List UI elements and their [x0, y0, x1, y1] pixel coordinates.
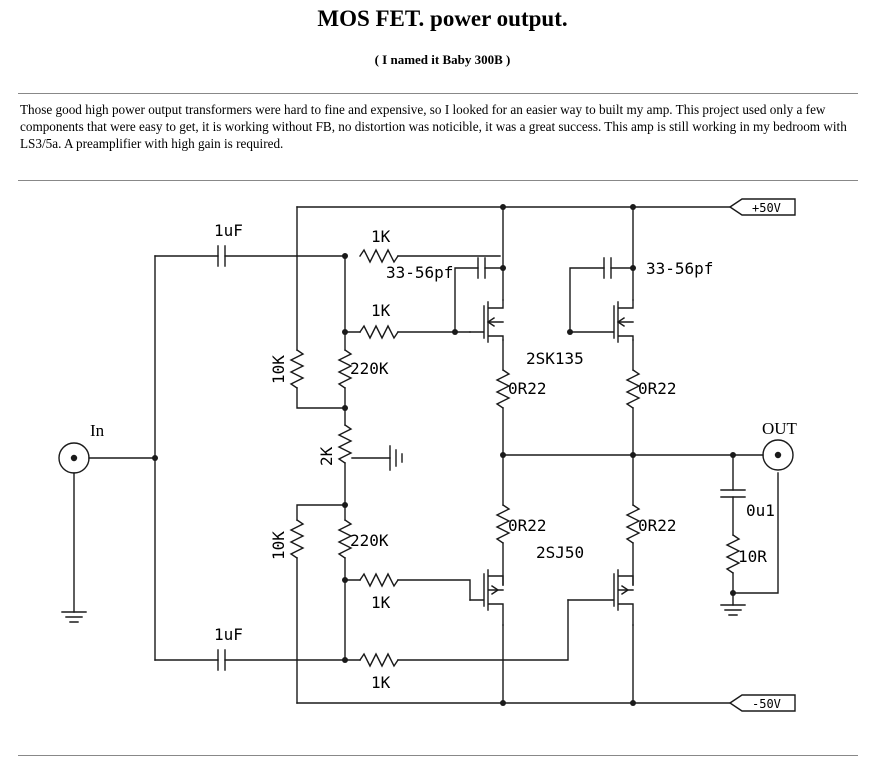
input-label: In: [90, 421, 105, 440]
zobel-ground-symbol: [720, 604, 746, 616]
nmos-part-label: 2SK135: [526, 349, 584, 368]
res-10k-bottom-symbol: [289, 519, 305, 559]
zobel-cap-label: 0u1: [746, 501, 775, 520]
res-220k-bottom-label: 220K: [350, 531, 389, 550]
res-zobel-symbol: [725, 534, 741, 574]
cap-in-top-symbol: [217, 245, 226, 267]
res-1k-bottom-label: 1K: [371, 673, 391, 692]
cap-zobel-symbol: [720, 489, 746, 498]
divider-bottom: [18, 755, 858, 756]
res-0r22-top-right-label: 0R22: [638, 379, 677, 398]
res-0r22-top-left-label: 0R22: [508, 379, 547, 398]
divider-middle: [18, 180, 858, 181]
res-220k-top-label: 220K: [350, 359, 389, 378]
pot-2k-symbol: [337, 424, 353, 464]
res-1k-upper-mid-label: 1K: [371, 301, 391, 320]
cap-fb-right-symbol: [603, 257, 612, 279]
input-ground-symbol: [61, 611, 87, 623]
pot-ground-symbol: [389, 445, 403, 471]
res-0r22-bottom-right-label: 0R22: [638, 516, 677, 535]
page-subtitle: ( I named it Baby 300B ): [374, 52, 511, 67]
output-label: OUT: [762, 419, 798, 438]
res-10k-top-label: 10K: [269, 355, 288, 384]
res-1k-upper-mid-symbol: [359, 324, 399, 340]
pmos-right-symbol: [567, 569, 634, 626]
res-10k-top-symbol: [289, 349, 305, 389]
cap-in-top-label: 1uF: [214, 221, 243, 240]
cap-fb-right-label: 33-56pf: [646, 259, 713, 278]
cap-fb-left-label: 33-56pf: [386, 263, 453, 282]
pot-2k-label: 2K: [317, 446, 336, 466]
input-jack-symbol: [58, 442, 90, 474]
pmos-left-symbol: [469, 569, 504, 626]
positive-rail-label: +50V: [752, 201, 781, 215]
zobel-res-label: 10R: [738, 547, 767, 566]
divider-top: [18, 93, 858, 94]
res-220k-bottom-symbol: [337, 519, 353, 559]
page-title: MOS FET. power output.: [317, 6, 568, 31]
cap-in-bottom-label: 1uF: [214, 625, 243, 644]
res-0r22-bottom-right-symbol: [625, 504, 641, 544]
positive-rail-flag: [728, 198, 796, 216]
res-0r22-bottom-left-symbol: [495, 504, 511, 544]
cap-fb-left-symbol: [477, 257, 486, 279]
res-1k-top-label: 1K: [371, 227, 391, 246]
res-1k-lower-mid-label: 1K: [371, 593, 391, 612]
nmos-left-symbol: [469, 299, 504, 343]
intro-paragraph: Those good high power output transformer…: [20, 102, 847, 151]
junction-dots: [152, 204, 736, 706]
res-10k-bottom-label: 10K: [269, 531, 288, 560]
pmos-part-label: 2SJ50: [536, 543, 584, 562]
res-0r22-top-left-symbol: [495, 369, 511, 409]
negative-rail-flag: [728, 694, 796, 712]
res-0r22-bottom-left-label: 0R22: [508, 516, 547, 535]
res-220k-top-symbol: [337, 349, 353, 389]
res-0r22-top-right-symbol: [625, 369, 641, 409]
nmos-right-symbol: [569, 299, 634, 343]
res-1k-lower-mid-symbol: [359, 572, 399, 588]
cap-in-bottom-symbol: [217, 649, 226, 671]
negative-rail-label: -50V: [752, 697, 781, 711]
res-1k-bottom-symbol: [359, 652, 399, 668]
output-jack-symbol: [762, 439, 794, 471]
res-1k-top-symbol: [359, 248, 399, 264]
